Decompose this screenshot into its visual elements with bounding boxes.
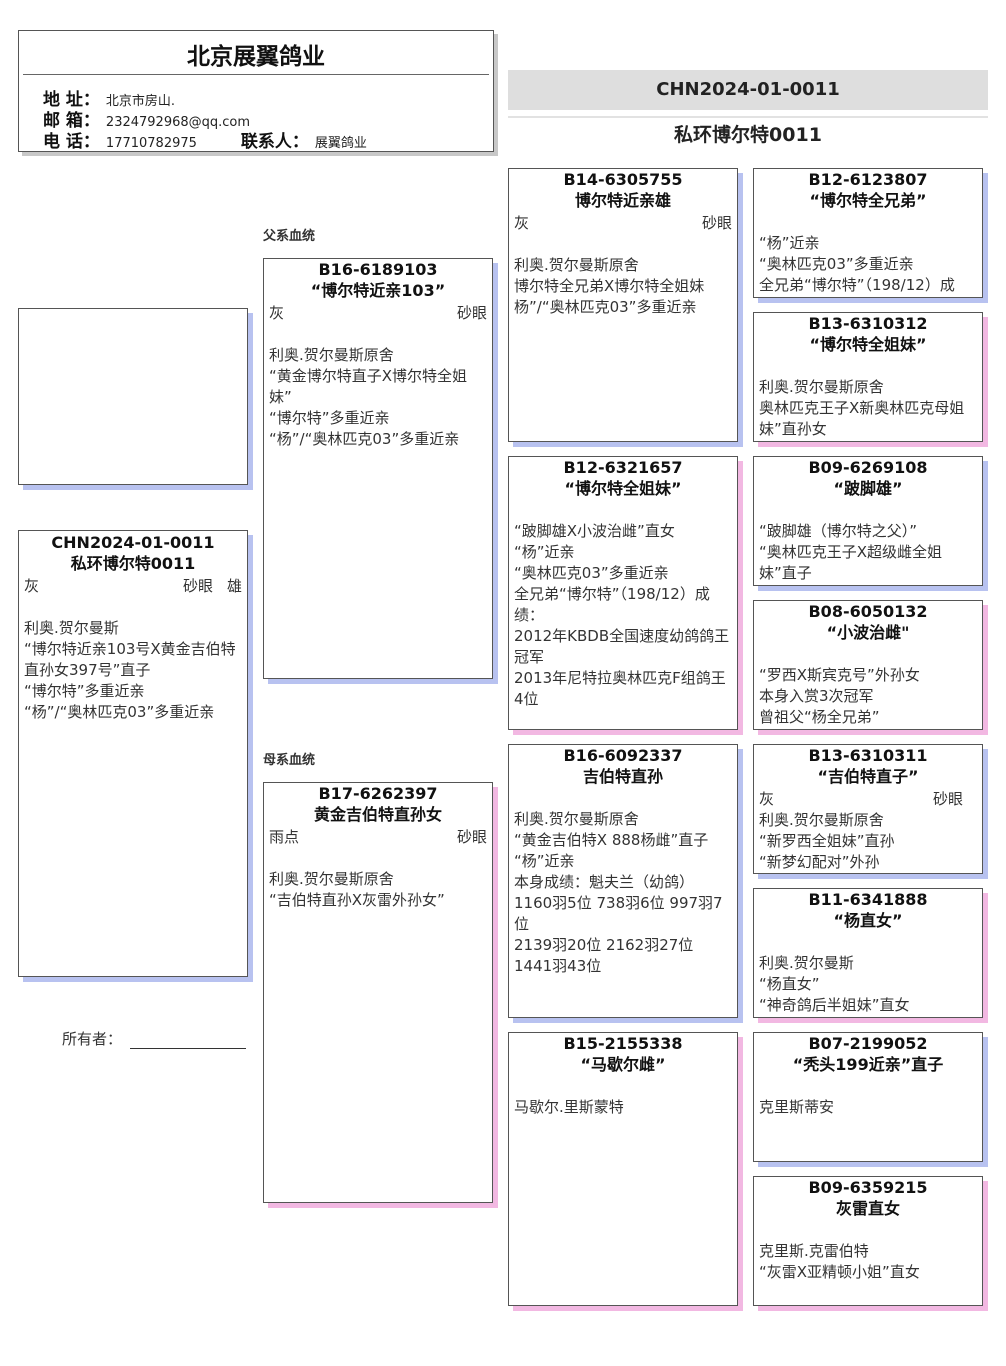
pigeon-name: “马歇尔雌” <box>580 1055 666 1074</box>
dam-line-label: 母系血统 <box>263 753 316 768</box>
color: 灰 <box>24 577 40 595</box>
sex: 雄 <box>226 577 242 595</box>
pigeon-attributes: 灰 砂眼 <box>514 212 732 234</box>
pigeon-name: “秃头199近亲”直子 <box>792 1055 944 1074</box>
ring-number: B13-6310312 <box>808 314 928 333</box>
pigeon-description: 克里斯蒂安 <box>759 1098 835 1116</box>
sire-dam-card: B12-6321657 “博尔特全姐妹” “跛脚雄X小波治雌”直女 “杨”近亲 … <box>508 456 738 730</box>
ring-number: B12-6321657 <box>563 458 683 477</box>
pigeon-description: “跛脚雄（博尔特之父）” “奥林匹克王子X超级雌全姐妹”直子 <box>759 522 943 582</box>
eye: 砂眼 <box>456 828 487 846</box>
pigeon-description: “罗西X斯宾克号”外孙女 本身入赏3次冠军 曾祖父“杨全兄弟” <box>759 666 920 726</box>
pigeon-attributes: 灰 砂眼 雄 <box>24 575 242 597</box>
pigeon-description: 马歇尔.里斯蒙特 <box>514 1098 624 1116</box>
company-title: 北京展翼鸽业 <box>187 44 325 70</box>
contact-value: 展翼鸽业 <box>314 136 367 151</box>
owner-label: 所有者： <box>62 1030 123 1048</box>
main-pigeon-name: 私环博尔特0011 <box>674 124 822 146</box>
pigeon-name: “博尔特近亲103” <box>310 281 446 300</box>
photo-placeholder <box>18 308 248 485</box>
email-value: 2324792968@qq.com <box>105 115 251 130</box>
pigeon-name: “博尔特全姐妹” <box>564 479 682 498</box>
phone-row: 电 话： 17710782975 联系人： 展翼鸽业 <box>43 127 367 152</box>
pigeon-description: 利奥.贺尔曼斯原舍 奥林匹克王子X新奥林匹克母姐妹”直孙女 <box>759 378 965 438</box>
pigeon-description: “杨”近亲 “奥林匹克03”多重近亲 全兄弟“博尔特”（198/12）成 <box>759 234 955 294</box>
sss-card: B12-6123807 “博尔特全兄弟” “杨”近亲 “奥林匹克03”多重近亲 … <box>753 168 983 298</box>
address-value: 北京市房山. <box>105 94 176 109</box>
ring-number: CHN2024-01-0011 <box>51 533 215 552</box>
dss-card: B13-6310311 “吉伯特直子” 灰 砂眼 利奥.贺尔曼斯原舍 “新罗西全… <box>753 744 983 874</box>
ring-number: B13-6310311 <box>808 746 928 765</box>
pigeon-name: “杨直女” <box>833 911 903 930</box>
address-row: 地 址： 北京市房山. <box>43 85 175 110</box>
owner-field: 所有者： <box>62 1028 247 1049</box>
dsd-card: B11-6341888 “杨直女” 利奥.贺尔曼斯 “杨直女” “神奇鸽后半姐妹… <box>753 888 983 1018</box>
sds-card: B09-6269108 “跛脚雄” “跛脚雄（博尔特之父）” “奥林匹克王子X超… <box>753 456 983 586</box>
pigeon-description: 克里斯.克雷伯特 “灰雷X亚精顿小姐”直女 <box>759 1242 920 1281</box>
header-divider <box>23 74 489 75</box>
pigeon-attributes: 雨点 砂眼 <box>269 826 487 848</box>
pigeon-name: 博尔特近亲雄 <box>574 191 671 210</box>
header-box: 北京展翼鸽业 地 址： 北京市房山. 邮 箱： 2324792968@qq.co… <box>18 30 494 152</box>
pigeon-name: “博尔特全姐妹” <box>809 335 927 354</box>
sdd-card: B08-6050132 “小波治雌" “罗西X斯宾克号”外孙女 本身入赏3次冠军… <box>753 600 983 730</box>
phone-label: 电 话： <box>43 132 100 152</box>
pigeon-description: “跛脚雄X小波治雌”直女 “杨”近亲 “奥林匹克03”多重近亲 全兄弟“博尔特”… <box>514 522 730 708</box>
ring-number: B11-6341888 <box>808 890 928 909</box>
main-ring-title: CHN2024-01-0011 <box>508 70 988 110</box>
ring-number: B09-6269108 <box>808 458 928 477</box>
main-title-divider <box>508 116 988 118</box>
pigeon-description: 利奥.贺尔曼斯原舍 博尔特全兄弟X博尔特全姐妹 杨”/“奥林匹克03”多重近亲 <box>514 256 705 316</box>
eye: 砂眼 <box>456 304 487 322</box>
pigeon-name: “小波治雌" <box>826 623 910 642</box>
ring-number: B16-6189103 <box>318 260 438 279</box>
pigeon-name: “跛脚雄” <box>833 479 903 498</box>
pigeon-attributes: 灰 砂眼 <box>759 788 977 810</box>
pigeon-description: 利奥.贺尔曼斯 “杨直女” “神奇鸽后半姐妹”直女 <box>759 954 910 1014</box>
ring-number: B09-6359215 <box>808 1178 928 1197</box>
ring-number: B12-6123807 <box>808 170 928 189</box>
ring-number: B15-2155338 <box>563 1034 683 1053</box>
ring-number: B17-6262397 <box>318 784 438 803</box>
pigeon-name: 灰雷直女 <box>835 1199 900 1218</box>
eye: 砂眼 <box>182 577 213 595</box>
sire-sire-card: B14-6305755 博尔特近亲雄 灰 砂眼 利奥.贺尔曼斯原舍 博尔特全兄弟… <box>508 168 738 442</box>
sire-line-label: 父系血统 <box>263 229 316 244</box>
email-label: 邮 箱： <box>43 111 100 131</box>
color: 雨点 <box>269 828 300 846</box>
dds-card: B07-2199052 “秃头199近亲”直子 克里斯蒂安 <box>753 1032 983 1162</box>
pigeon-description: 利奥.贺尔曼斯原舍 “新罗西全姐妹”直孙 “新梦幻配对”外孙 <box>759 811 895 871</box>
eye: 砂眼 <box>932 790 963 808</box>
pigeon-name: 私环博尔特0011 <box>70 554 196 573</box>
ddd-card: B09-6359215 灰雷直女 克里斯.克雷伯特 “灰雷X亚精顿小姐”直女 <box>753 1176 983 1306</box>
pigeon-description: 利奥.贺尔曼斯原舍 “黄金吉伯特X 888杨雌”直子 “杨”近亲 本身成绩：魁夫… <box>514 810 723 975</box>
sire-card: B16-6189103 “博尔特近亲103” 灰 砂眼 利奥.贺尔曼斯原舍 “黄… <box>263 258 493 679</box>
eye: 砂眼 <box>701 214 732 232</box>
ring-number: B16-6092337 <box>563 746 683 765</box>
color: 灰 <box>269 304 285 322</box>
owner-signature-line[interactable] <box>130 1033 247 1049</box>
ssd-card: B13-6310312 “博尔特全姐妹” 利奥.贺尔曼斯原舍 奥林匹克王子X新奥… <box>753 312 983 442</box>
pigeon-name: 吉伯特直孙 <box>582 767 663 786</box>
color: 灰 <box>514 214 530 232</box>
email-row: 邮 箱： 2324792968@qq.com <box>43 106 250 131</box>
ring-number: B07-2199052 <box>808 1034 928 1053</box>
address-label: 地 址： <box>43 90 100 110</box>
pigeon-description: 利奥.贺尔曼斯原舍 “黄金博尔特直子X博尔特全姐妹” “博尔特”多重近亲 “杨”… <box>269 346 468 448</box>
pigeon-attributes: 灰 砂眼 <box>269 302 487 324</box>
pigeon-description: 利奥.贺尔曼斯原舍 “吉伯特直孙X灰雷外孙女” <box>269 870 445 909</box>
ring-number: B14-6305755 <box>563 170 683 189</box>
pigeon-name: 黄金吉伯特直孙女 <box>313 805 442 824</box>
subject-pigeon-card: CHN2024-01-0011 私环博尔特0011 灰 砂眼 雄 利奥.贺尔曼斯… <box>18 530 248 977</box>
contact-label: 联系人： <box>240 132 309 152</box>
phone-value: 17710782975 <box>105 136 197 151</box>
pigeon-name: “吉伯特直子” <box>817 767 919 786</box>
ring-number: B08-6050132 <box>808 602 928 621</box>
dam-card: B17-6262397 黄金吉伯特直孙女 雨点 砂眼 利奥.贺尔曼斯原舍 “吉伯… <box>263 782 493 1203</box>
dam-dam-card: B15-2155338 “马歇尔雌” 马歇尔.里斯蒙特 <box>508 1032 738 1306</box>
pigeon-description: 利奥.贺尔曼斯 “博尔特近亲103号X黄金吉伯特直孙女397号”直子 “博尔特”… <box>24 619 236 721</box>
color: 灰 <box>759 790 775 808</box>
dam-sire-card: B16-6092337 吉伯特直孙 利奥.贺尔曼斯原舍 “黄金吉伯特X 888杨… <box>508 744 738 1018</box>
pigeon-name: “博尔特全兄弟” <box>809 191 927 210</box>
